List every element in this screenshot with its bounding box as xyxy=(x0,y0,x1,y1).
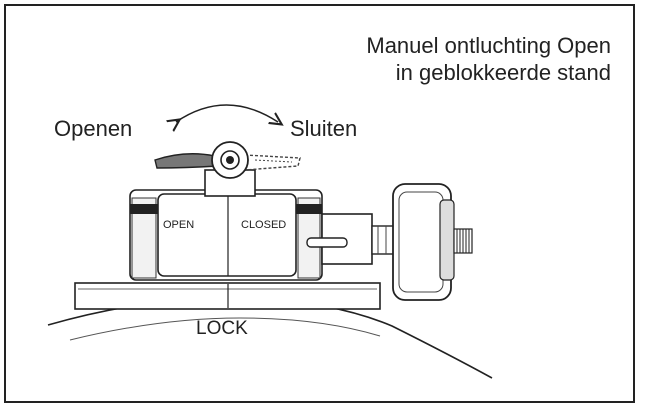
front-plate xyxy=(157,193,297,277)
closed-plate-label: CLOSED xyxy=(241,219,287,231)
open-direction-label: Openen xyxy=(54,116,133,141)
base-body xyxy=(47,297,493,379)
rotation-arrow-icon xyxy=(176,104,278,122)
valve-lever-icon xyxy=(154,153,219,169)
caption-line-2: in geblokkeerde stand xyxy=(395,60,611,85)
caption-line-1: Manuel ontluchting Open xyxy=(366,33,611,58)
base-bottom-edge xyxy=(69,317,381,341)
open-plate-label: OPEN xyxy=(163,219,195,231)
close-direction-label: Sluiten xyxy=(290,116,358,141)
knob-icon xyxy=(306,237,348,248)
lock-label: LOCK xyxy=(196,318,248,339)
